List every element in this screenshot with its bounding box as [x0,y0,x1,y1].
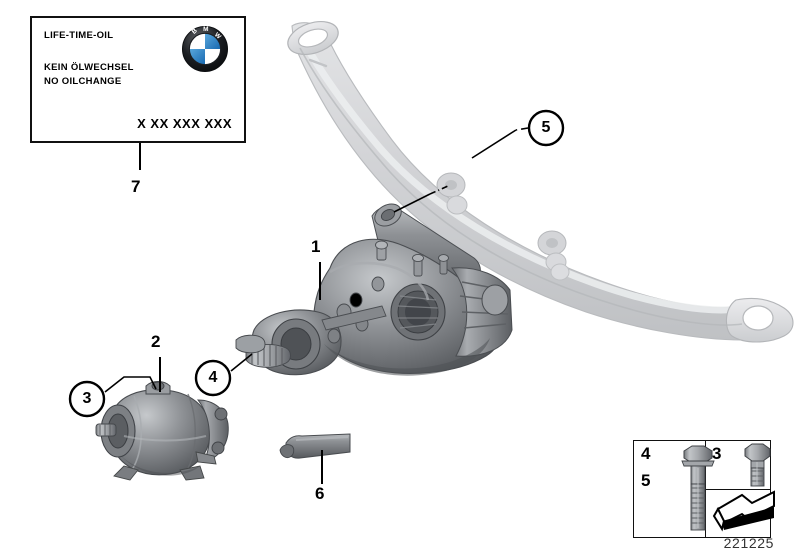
callout-label-2[interactable]: 2 [151,332,161,351]
leader-5 [471,129,517,159]
diff-right-bearing-cap [481,284,509,316]
leader-3 [104,376,157,393]
hex-bolt-short-icon [744,443,771,487]
callout-ring-4[interactable] [194,359,232,397]
legend-divider-horizontal [705,489,771,490]
reuse-direction-arrow-icon [712,490,775,532]
callout-ring-5[interactable] [527,109,565,147]
subframe-mount-lugs [436,172,570,281]
legend-ref-3: 3 [712,444,722,463]
actuator-flange-hole-bottom [211,441,225,455]
callout-label-1[interactable]: 1 [311,237,321,256]
diff-bolt-bosses [327,276,385,344]
oil-label-text-en: NO OILCHANGE [44,76,122,87]
subframe-lower-edge [299,47,743,326]
actuator-highlight-band [123,435,207,442]
callout-label-4[interactable]: 4 [208,369,218,386]
subframe-left-bushing-bore [297,28,329,48]
dowel-pin-highlight [295,436,349,441]
callout-label-3[interactable]: 3 [82,390,92,407]
callout-ring-3[interactable] [68,380,106,418]
leader-diff-to-subframe-dash [429,185,449,195]
leader-diff-to-subframe [393,193,431,213]
callout-label-6[interactable]: 6 [315,484,325,503]
oil-label-text-de: KEIN ÖLWECHSEL [44,62,134,73]
diff-top-ridge-highlight [329,261,430,301]
actuator-foot-right [179,465,205,481]
dowel-pin-tip [279,444,295,459]
bmw-roundel-icon: B M W [182,26,228,72]
diff-arm-bolts [375,240,449,277]
legend-ref-4: 4 [641,444,651,463]
legend-ref-5: 5 [641,471,651,490]
actuator-flange-hole-top [214,407,228,421]
diagram-number: 221225 [723,535,774,551]
actuator-foot-left [113,465,139,481]
subframe-right-bushing-bore [742,305,774,331]
actuator-connector-boss [195,451,217,465]
actuator-seam-right [185,393,196,473]
callout-label-5[interactable]: 5 [541,119,551,136]
subframe-rib-mark [308,58,328,68]
svg-text:B: B [191,27,199,36]
subframe-highlight [296,30,748,314]
diff-right-output-flange [390,283,446,341]
oil-label-code: X XX XXX XXX [137,116,232,131]
callout-label-7[interactable]: 7 [131,177,141,196]
leader-5-dash [515,127,529,131]
diff-lower-shadow [324,338,490,376]
actuator-seam-left [131,395,143,471]
hex-bolt-long-icon [681,445,715,531]
svg-text:M: M [203,26,208,33]
diff-input-shaft-splines [235,334,291,368]
actuator-output-shaft [95,423,117,437]
svg-text:W: W [213,31,223,41]
leader-4 [230,353,253,372]
oil-label-title: LIFE-TIME-OIL [44,30,114,41]
diff-mid-rail [321,305,387,331]
